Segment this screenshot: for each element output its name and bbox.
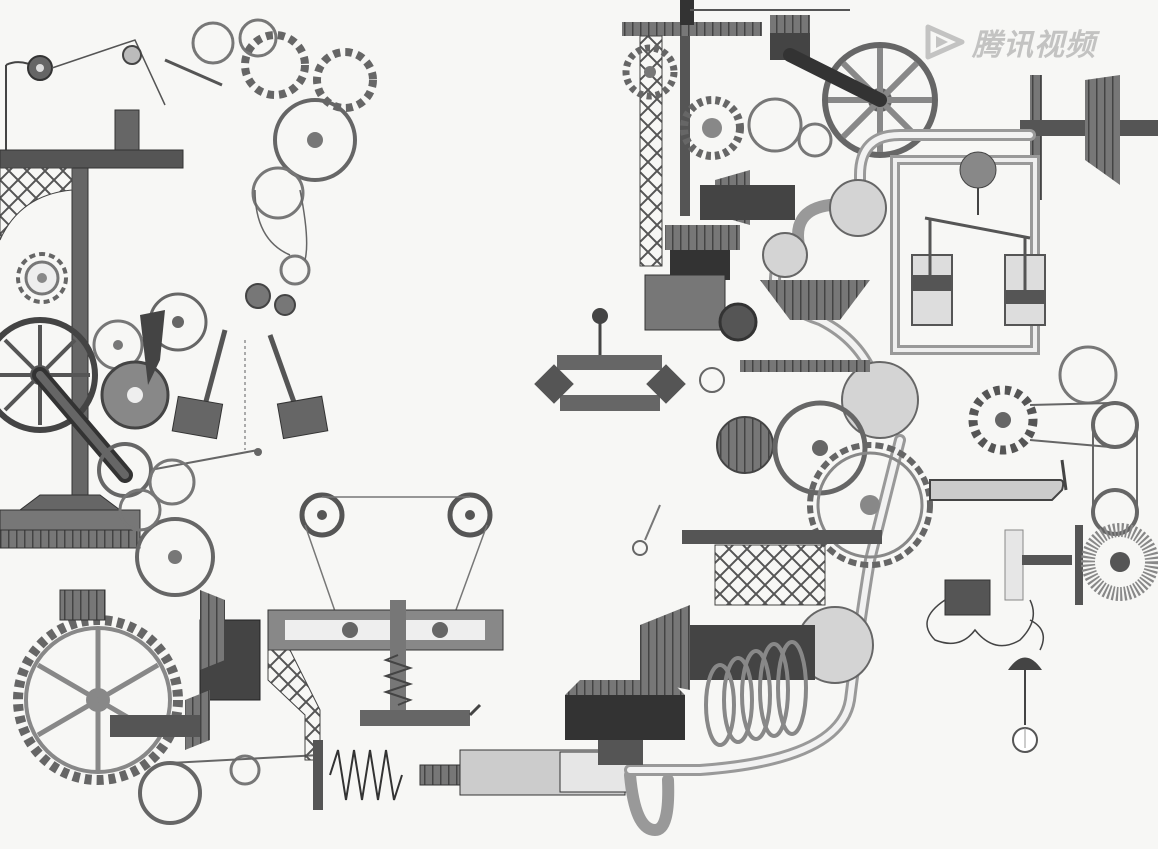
heating-coil (704, 640, 808, 747)
lamp (1008, 657, 1042, 753)
big-bottom-left-gear (13, 615, 183, 785)
pendulum-weights (149, 283, 329, 471)
gear-cluster-left (92, 292, 208, 430)
watermark-text: 腾讯视频 (972, 28, 1096, 63)
crane-tower (622, 0, 850, 267)
central-right-gears (644, 170, 933, 568)
small-left-gear (16, 252, 68, 304)
lower-right-machinery (565, 530, 882, 765)
spring-piston (313, 740, 631, 810)
play-triangle-logo-icon (925, 24, 965, 60)
pressure-spheres (762, 179, 919, 684)
top-gear-chain (164, 18, 377, 286)
comb-shaft (1020, 75, 1158, 200)
center-figure-platform (534, 308, 725, 556)
watermark: 腾讯视频 (924, 20, 1096, 64)
right-belt-gears (968, 345, 1139, 536)
gear-hub-block (59, 589, 106, 621)
tray (929, 459, 1068, 501)
pump-housing (890, 151, 1046, 355)
brush-motor (926, 523, 1158, 651)
top-right-flywheel (770, 15, 938, 158)
lower-left-gears (97, 442, 215, 597)
press-mechanism (267, 492, 504, 761)
top-left-pulley (5, 39, 166, 150)
bottom-pulley (138, 761, 202, 825)
